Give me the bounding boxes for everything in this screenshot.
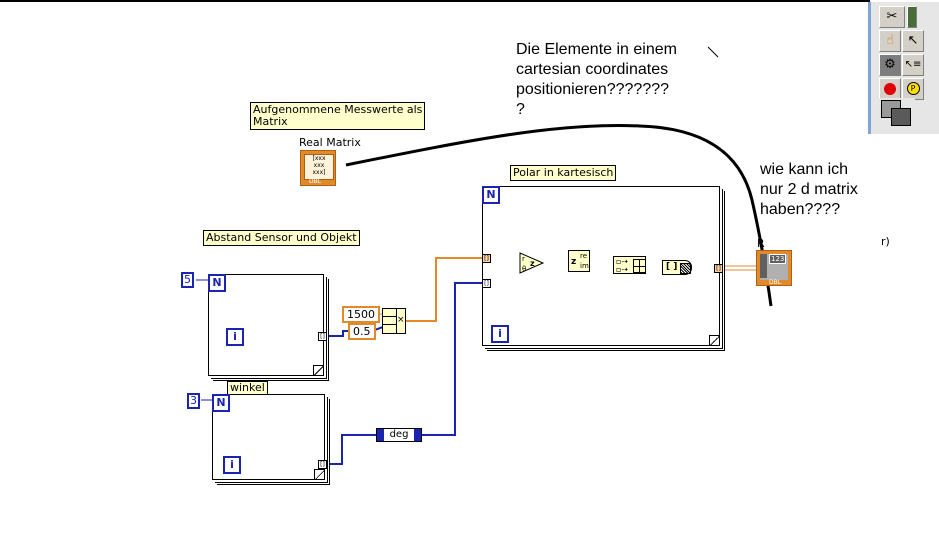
unit-label: deg: [389, 429, 409, 440]
hand-drawn-arrow-curve: [345, 123, 773, 307]
label-angle: winkel: [227, 381, 268, 395]
window-top-border: [0, 0, 870, 2]
question-annotation-cartesian: Die Elemente in einem cartesian coordina…: [516, 41, 677, 118]
cross-tools-icon[interactable]: ✂: [879, 6, 905, 28]
output-tunnel-distance[interactable]: []: [318, 332, 327, 341]
complex-im-label: im: [580, 262, 589, 270]
loop-count-constant-angle[interactable]: 3: [187, 393, 200, 409]
output-array-indicator[interactable]: 123 DBL: [756, 250, 792, 286]
constant-scale[interactable]: 1500: [342, 306, 380, 323]
complex-to-re-im-node[interactable]: z re im: [568, 250, 590, 272]
constant-factor[interactable]: 0.5: [348, 323, 376, 340]
polar-to-complex-node[interactable]: r θ z: [519, 252, 545, 274]
build-array-node[interactable]: ▫⇢▫⇢: [613, 256, 646, 274]
numeric-display: 123: [769, 254, 787, 264]
indicator-type-label: DBL: [769, 279, 782, 286]
label-real-matrix: Real Matrix: [299, 136, 361, 149]
array-to-matrix-node[interactable]: [ ]: [662, 260, 692, 275]
loop-count-terminal-polar[interactable]: N: [482, 186, 500, 204]
loop-count-terminal-distance[interactable]: N: [208, 274, 226, 292]
index-display[interactable]: [760, 254, 767, 278]
polar-theta-label: θ: [522, 265, 526, 273]
annotation-tick: [707, 46, 719, 58]
wire-deg-to-polar: [422, 282, 482, 436]
label-distance-sensor-object: Abstand Sensor und Objekt: [203, 230, 360, 246]
probe-icon[interactable]: P: [902, 78, 924, 100]
output-tunnel-angle[interactable]: []: [318, 460, 327, 469]
iteration-terminal-polar[interactable]: i: [491, 325, 509, 343]
auto-select-indicator[interactable]: [907, 6, 917, 28]
text-cursor-icon[interactable]: ↖≡: [902, 54, 924, 76]
polar-z-label: z: [530, 259, 535, 268]
complex-z-label: z: [571, 257, 577, 267]
wire-angle-to-deg: [326, 434, 378, 465]
partial-label: r): [881, 235, 890, 248]
output-arrow-icon: [414, 429, 421, 441]
matrix-type-label: DBL: [309, 178, 322, 185]
color-squares-icon[interactable]: [879, 98, 915, 128]
build-array-inputs-icon: ▫⇢▫⇢: [616, 257, 629, 274]
arrow-icon[interactable]: ↖: [902, 30, 924, 52]
label-measured-values: Aufgenommene Messwerte als Matrix: [250, 102, 426, 130]
input-arrow-icon: [377, 429, 384, 441]
loop-count-constant-distance[interactable]: 5: [181, 272, 194, 288]
matrix-pattern-icon: [680, 263, 691, 274]
wire-spool-icon[interactable]: ⚙: [879, 54, 901, 76]
compound-multiply-node[interactable]: ×: [382, 308, 406, 334]
input-tunnel-angle[interactable]: []: [482, 279, 491, 288]
iteration-terminal-distance[interactable]: i: [226, 328, 244, 346]
tools-palette: ✂ ☝ ↖ ⚙ ↖≡ P: [868, 2, 939, 134]
wire-multiply-output: [406, 257, 482, 322]
hand-icon[interactable]: ☝: [879, 30, 901, 52]
polar-r-label: r: [522, 255, 525, 263]
label-polar-to-cartesian: Polar in kartesisch: [510, 165, 617, 181]
unit-conversion-node[interactable]: deg: [376, 428, 422, 442]
question-annotation-2d-matrix: wie kann ich nur 2 d matrix haben????: [760, 161, 858, 218]
for-loop-distance[interactable]: [208, 274, 324, 376]
input-tunnel-radius[interactable]: []: [482, 254, 491, 263]
multiply-icon: ×: [397, 315, 405, 325]
loop-count-terminal-angle[interactable]: N: [212, 394, 230, 412]
iteration-terminal-angle[interactable]: i: [223, 456, 241, 474]
label-output-indicator: R: [757, 237, 765, 250]
output-tunnel-matrix[interactable]: []: [714, 264, 723, 273]
array-brackets-icon: [ ]: [666, 262, 678, 272]
wire-distance-to-factor: [326, 330, 350, 337]
complex-re-label: re: [580, 252, 588, 260]
array-grid-icon: [633, 259, 646, 273]
